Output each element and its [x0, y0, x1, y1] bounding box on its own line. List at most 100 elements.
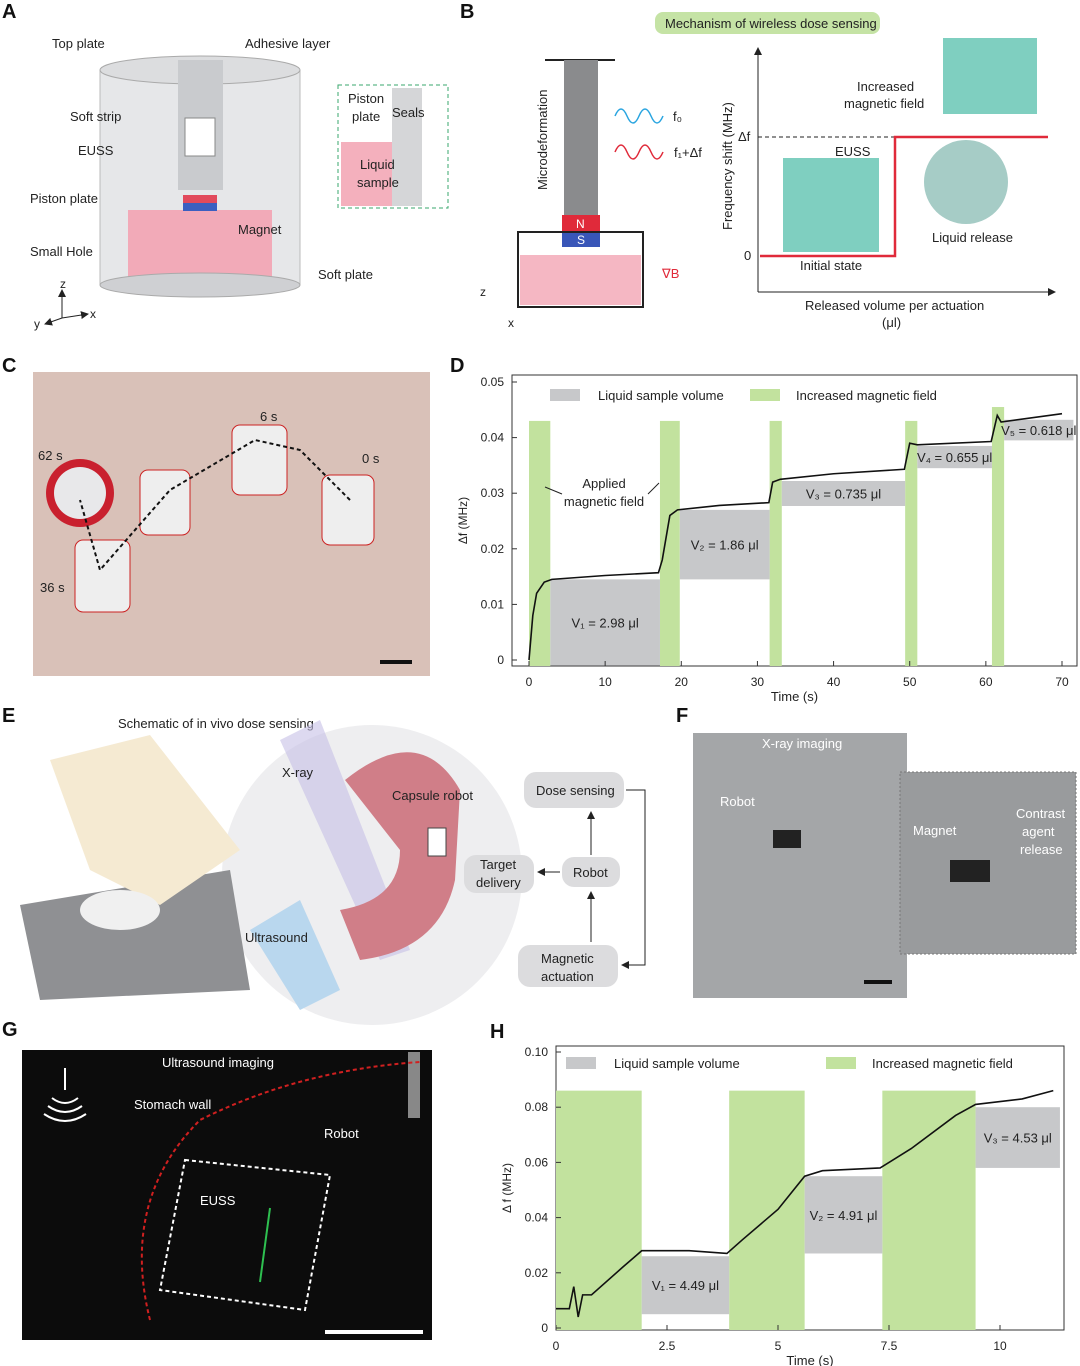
y-tick-label: 0.02 [481, 542, 505, 556]
mechanism-title: Mechanism of wireless dose sensing [665, 16, 877, 31]
panel-g: G Ultrasound imaging Stomach wall Robot … [2, 1019, 432, 1340]
target-delivery-box [464, 855, 534, 893]
liquid-chamber [128, 210, 272, 290]
label-magnet: Magnet [238, 222, 282, 237]
panel-label-c: C [2, 355, 16, 377]
capsule-robot [427, 827, 447, 857]
time-0s: 0 s [362, 451, 380, 466]
euss-element [184, 117, 216, 157]
robot-0s [321, 474, 375, 546]
x-tick-label: 7.5 [881, 1339, 898, 1353]
label-f1: f₁+Δf [674, 145, 702, 160]
label-adhesive-layer: Adhesive layer [245, 36, 331, 51]
ultrasound-image [22, 1050, 432, 1340]
panel-a: A Top plate Adhesive layer Soft strip EU… [2, 1, 449, 331]
x-tick-label: 60 [979, 675, 993, 689]
b-label-euss: EUSS [835, 144, 871, 159]
annotation-applied: Applied [582, 476, 625, 491]
label-top-plate: Top plate [52, 36, 105, 51]
g-scale-bar [325, 1330, 423, 1334]
y-axis-label: Δ f (MHz) [500, 1163, 514, 1213]
volume-box [804, 1176, 883, 1254]
time-36s: 36 s [40, 580, 65, 595]
legend-label-volume: Liquid sample volume [614, 1056, 740, 1071]
df-series-line [556, 1089, 1054, 1318]
volume-label: V₅ = 0.618 μl [1001, 423, 1076, 438]
reservoir [517, 231, 644, 308]
magnetic-field-bar [556, 1090, 642, 1330]
label-piston-plate: Piston plate [30, 191, 98, 206]
y-tick-label: 0.03 [481, 486, 505, 500]
x-tick-label: 2.5 [659, 1339, 676, 1353]
f-title: X-ray imaging [762, 736, 842, 751]
annotation-magnetic-field: magnetic field [564, 494, 644, 509]
label-s: S [577, 233, 585, 247]
magnetic-field-bar [659, 420, 680, 666]
df-series-line [528, 412, 1063, 661]
f-label-contrast: Contrast [1016, 806, 1066, 821]
f-label-release: release [1020, 842, 1063, 857]
time-62s: 62 s [38, 448, 63, 463]
inset-label-sample: sample [357, 175, 399, 190]
f-label-robot: Robot [720, 794, 755, 809]
panel-c: C 62 s 6 s 0 s 36 s [2, 355, 430, 676]
inset-label-liquid: Liquid [360, 157, 395, 172]
g-title: Ultrasound imaging [162, 1055, 274, 1070]
volume-label: V₃ = 0.735 μl [806, 486, 881, 501]
panel-label-e: E [2, 705, 15, 727]
x-tick-label: 0 [526, 675, 533, 689]
inset-seals [392, 88, 422, 206]
y-axis-label: Δf (MHz) [456, 497, 470, 544]
inset-label-plate: plate [352, 109, 380, 124]
release-magnified-photo [924, 140, 1008, 224]
legend-label-volume: Liquid sample volume [598, 388, 724, 403]
x-tick-label: 0 [553, 1339, 560, 1353]
mechanism-title-badge [655, 12, 880, 34]
panel-label-f: F [676, 705, 688, 727]
g-label-stomach-wall: Stomach wall [134, 1097, 211, 1112]
e-label-capsule-robot: Capsule robot [392, 788, 473, 803]
ultrasound-beam [250, 900, 340, 1010]
axis-z: z [60, 277, 66, 291]
x-tick-label: 30 [751, 675, 765, 689]
e-dose-sensing: Dose sensing [536, 783, 615, 798]
magnetic-field-bar [729, 1090, 805, 1330]
frequency-step-line [760, 135, 1048, 258]
panel-f: F X-ray imaging Robot Magnet Contrast ag… [676, 705, 1077, 998]
xray-image [693, 733, 907, 998]
annotation-pointer [544, 486, 563, 495]
volume-box [975, 1107, 1060, 1168]
e-title: Schematic of in vivo dose sensing [118, 716, 314, 731]
robot-intermediate [139, 469, 191, 536]
magnetic-field-bar [769, 420, 782, 666]
robot-36s [74, 539, 131, 613]
panel-e: E Schematic of in vivo dose sensing X-ra… [2, 705, 646, 1025]
volume-label: V₁ = 2.98 μl [572, 615, 639, 630]
f-label-magnet: Magnet [913, 823, 957, 838]
magnetic-field-bar [882, 1090, 976, 1330]
volume-box [1004, 419, 1074, 441]
y-tick-label: 0.01 [481, 597, 505, 611]
b-xunit: (μl) [882, 315, 901, 330]
robot-box [562, 857, 620, 887]
magnet-n [183, 195, 217, 203]
y-tick-label: 0.06 [525, 1155, 549, 1169]
b-label-liquid-release: Liquid release [932, 230, 1013, 245]
g-label-euss: EUSS [200, 1193, 236, 1208]
inset-label-seals: Seals [392, 105, 425, 120]
label-gradient-b: ∇B [661, 266, 679, 281]
x-tick-label: 50 [903, 675, 917, 689]
soft-plate [99, 272, 301, 298]
f0-wave [614, 108, 664, 124]
e-robot: Robot [573, 865, 608, 880]
euss-marker [259, 1207, 271, 1283]
b-label-zero: 0 [744, 248, 751, 263]
xray-robot [773, 830, 801, 848]
legend-label-field: Increased magnetic field [872, 1056, 1013, 1071]
g-label-robot: Robot [324, 1126, 359, 1141]
legend-swatch-field [750, 389, 780, 401]
e-magnetic: Magnetic [541, 951, 594, 966]
x-tick-label: 70 [1055, 675, 1069, 689]
